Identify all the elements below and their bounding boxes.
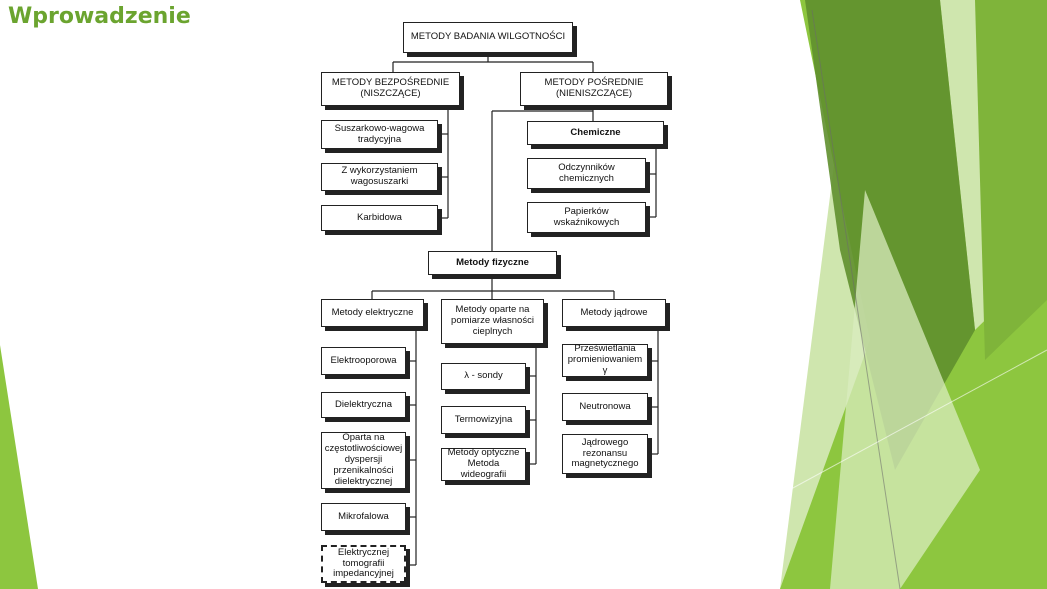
- electrical-method-item: Elektrycznej tomografii impedancyjnej: [321, 545, 406, 583]
- chemical-method-item: Odczynników chemicznych: [527, 158, 646, 189]
- direct-method-item: Z wykorzystaniem wagosuszarki: [321, 163, 438, 191]
- electrical-method-item: Mikrofalowa: [321, 503, 406, 531]
- electrical-method-item: Dielektryczna: [321, 392, 406, 418]
- slide-title: Wprowadzenie: [8, 4, 191, 29]
- thermal-method-item: Termowizyjna: [441, 406, 526, 434]
- chemical-node: Chemiczne: [527, 121, 664, 145]
- direct-method-item: Suszarkowo-wagowa tradycyjna: [321, 120, 438, 149]
- right-mid-shape: [975, 0, 1047, 360]
- nuclear-method-item: Neutronowa: [562, 393, 648, 421]
- electrical-method-item: Oparta na częstotliwościowej dyspersji p…: [321, 432, 406, 489]
- root-node: METODY BADANIA WILGOTNOŚCI: [403, 22, 573, 53]
- physical-methods-node: Metody fizyczne: [428, 251, 557, 275]
- right-dark-shape: [805, 0, 975, 470]
- direct-methods-node: METODY BEZPOŚREDNIE (NISZCZĄCE): [321, 72, 460, 106]
- right-pale-shape: [830, 190, 980, 589]
- electrical-method-item: Elektrooporowa: [321, 347, 406, 375]
- thermal-method-item: Metody optyczne Metoda wideografii: [441, 447, 526, 481]
- nuclear-method-item: Prześwietlania promieniowaniem γ: [562, 343, 648, 377]
- thermal-methods-node: Metody oparte na pomiarze własności ciep…: [441, 299, 544, 344]
- indirect-methods-node: METODY POŚREDNIE (NIENISZCZĄCE): [520, 72, 668, 106]
- nuclear-method-item: Jądrowego rezonansu magnetycznego: [562, 434, 648, 474]
- left-green-stripe: [0, 345, 38, 589]
- chemical-method-item: Papierków wskaźnikowych: [527, 202, 646, 233]
- electrical-methods-node: Metody elektryczne: [321, 299, 424, 327]
- thermal-method-item: λ - sondy: [441, 363, 526, 390]
- direct-method-item: Karbidowa: [321, 205, 438, 231]
- nuclear-methods-node: Metody jądrowe: [562, 299, 666, 327]
